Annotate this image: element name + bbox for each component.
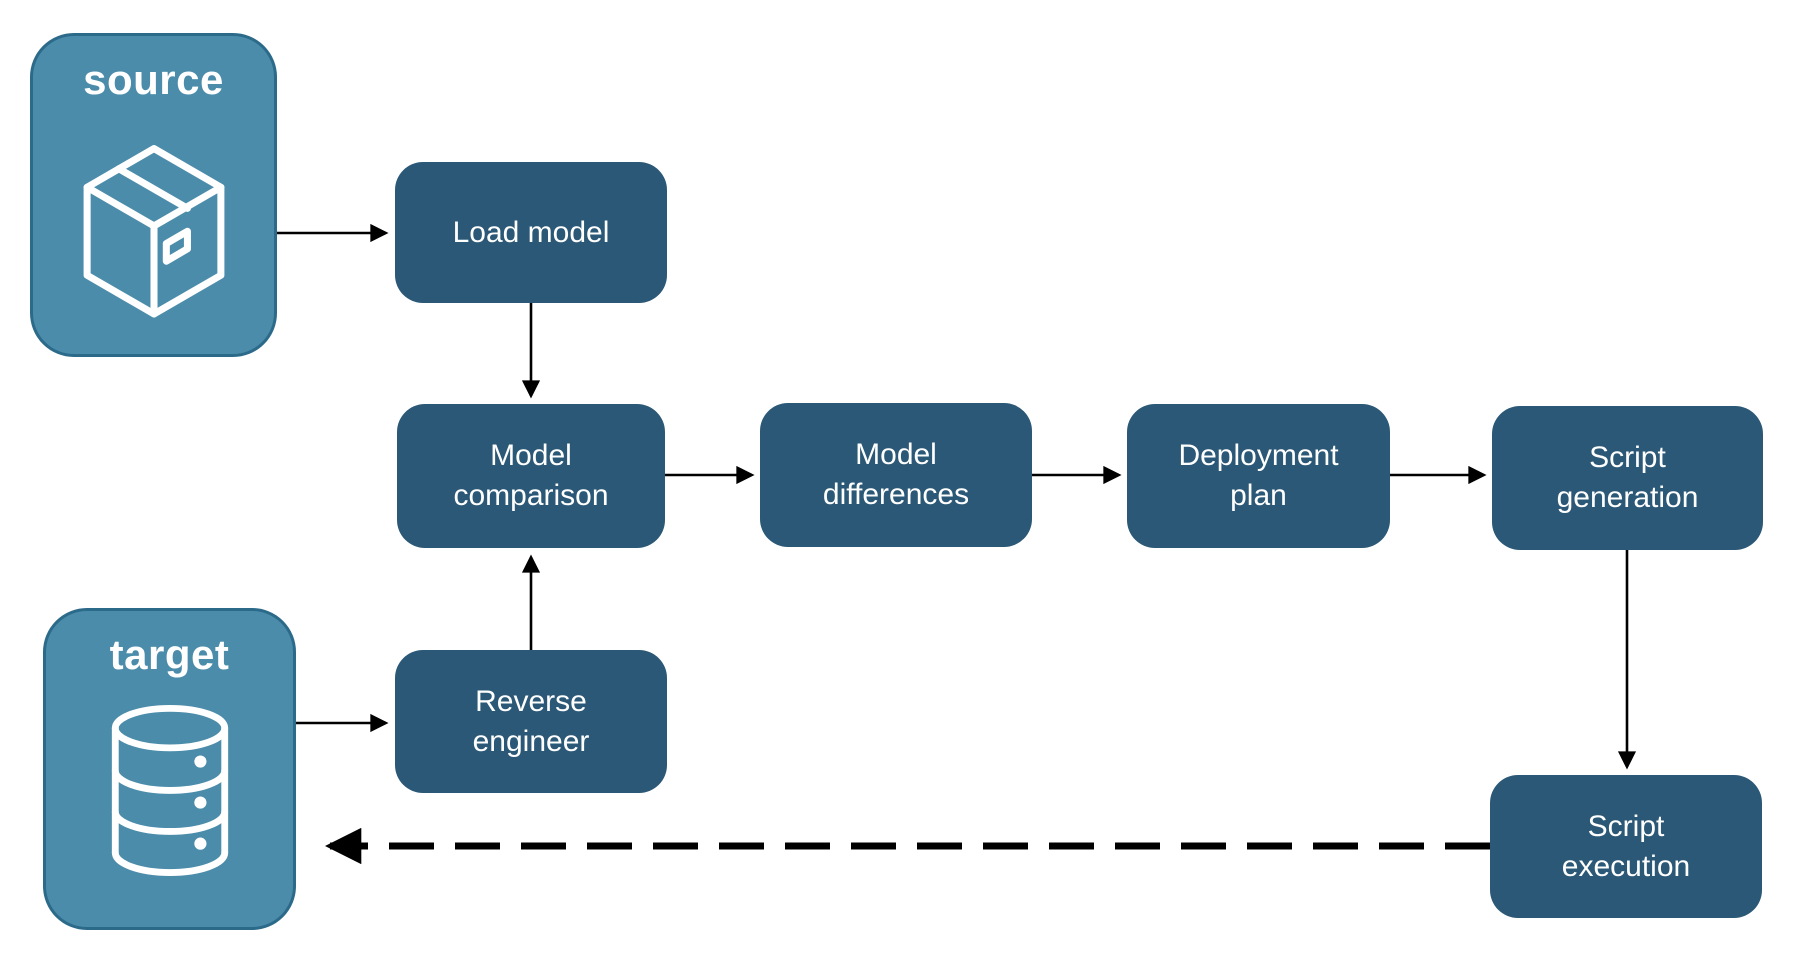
node-load-model: Load model: [395, 162, 667, 303]
database-icon: [111, 704, 228, 876]
node-script-generation: Script generation: [1492, 406, 1763, 550]
node-deployment-plan: Deployment plan: [1127, 404, 1390, 548]
source-label: source: [83, 56, 224, 103]
node-reverse-engineer: Reverse engineer: [395, 650, 667, 793]
node-script-execution: Script execution: [1490, 775, 1762, 918]
package-icon: [83, 145, 224, 318]
target-label: target: [109, 631, 230, 678]
node-model-comparison: Model comparison: [397, 404, 665, 548]
source-endpoint: source: [30, 33, 277, 357]
node-model-differences: Model differences: [760, 403, 1032, 547]
target-endpoint: target: [43, 608, 296, 930]
